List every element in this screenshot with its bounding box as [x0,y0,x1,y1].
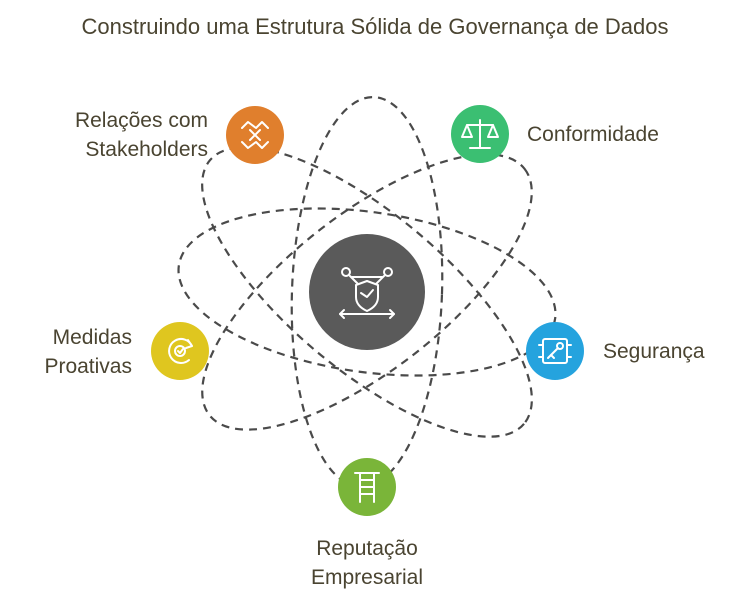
diagram-title: Construindo uma Estrutura Sólida de Gove… [81,14,669,39]
center-circle [309,234,425,350]
orbit-lines [177,96,557,488]
label-reputacao: Reputação Empresarial [310,537,424,589]
node-reputacao [338,458,396,516]
shield-network-icon [339,267,395,319]
center-hub [309,234,425,350]
handshake-icon [241,121,269,149]
node-seguranca [526,322,584,380]
node-conformidade [451,105,509,163]
orbit-diagonal-b [201,146,533,438]
scale-icon [461,119,499,149]
node-relacoes [226,106,284,164]
ladder-icon [354,472,380,503]
label-medidas: Medidas Proativas [44,326,132,378]
node-medidas [151,322,209,380]
label-conformidade: Conformidade [527,123,659,146]
key-circuit-icon [538,338,572,364]
orbit-diagonal-a [201,153,533,431]
orbit-vertical [290,96,444,488]
refresh-shield-icon [168,337,193,364]
label-relacoes: Relações com Stakeholders [74,109,208,161]
label-seguranca: Segurança [603,340,705,363]
orbit-horizontal [177,207,557,377]
